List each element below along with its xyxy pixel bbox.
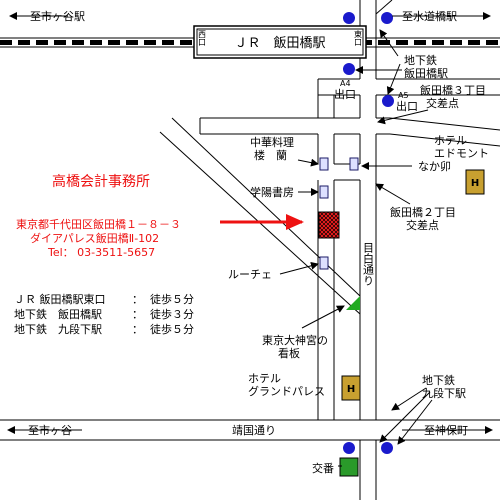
bookstore-label: 学陽書房 xyxy=(250,185,294,199)
luce-marker xyxy=(319,256,329,270)
shrine-sign-line1: 東京大神宮の xyxy=(262,333,328,347)
chinese-restaurant-marker xyxy=(319,157,329,171)
hotel-grand-palace-marker: H xyxy=(341,375,361,401)
bookstore-marker xyxy=(319,185,329,199)
exit-a4-sub: 出口 xyxy=(334,87,356,101)
hotel-edmont-line2: エドモント xyxy=(434,147,489,160)
chinese-restaurant-line1: 中華料理 xyxy=(250,135,294,149)
office-name: 高橋会計事務所 xyxy=(52,173,150,190)
subway-marker-kudanshita-1 xyxy=(381,442,393,454)
yasukuni-dori-label: 靖国通り xyxy=(232,424,276,437)
iidabashi2-line1: 飯田橋２丁目 xyxy=(390,205,456,219)
exit-a5-sub: 出口 xyxy=(396,99,418,113)
svg-text:H: H xyxy=(471,178,479,189)
iidabashi3-line1: 飯田橋３丁目 xyxy=(420,83,486,97)
access-line-1: 地下鉄 飯田橋駅 xyxy=(14,307,102,321)
access-sep-2: ： xyxy=(132,323,143,336)
subway-marker-top-2 xyxy=(381,12,393,24)
hotel-grand-line2: グランドパレス xyxy=(248,384,325,398)
exit-a4-label: A4 xyxy=(340,79,351,88)
direction-bottom-left: 至市ヶ谷 xyxy=(28,423,72,437)
access-table: ＪＲ 飯田橋駅東口 ： 徒歩５分 地下鉄 飯田橋駅 ： 徒歩３分 地下鉄 九段下… xyxy=(14,292,194,336)
station-name: ＪＲ 飯田橋駅 xyxy=(234,36,325,51)
access-line-0: ＪＲ 飯田橋駅東口 xyxy=(14,292,106,306)
luce-label: ルーチェ xyxy=(228,268,272,281)
subway-marker-kudanshita-2 xyxy=(343,442,355,454)
station-east-label: 東口 xyxy=(354,29,363,46)
hotel-grand-line1: ホテル xyxy=(248,372,281,385)
jr-iidabashi-station: 西口 東口 ＪＲ 飯田橋駅 xyxy=(193,25,367,59)
building-markers xyxy=(319,157,359,270)
office-building xyxy=(318,211,340,239)
nakau-label: なか卯 xyxy=(418,160,451,173)
hotel-edmont-line1: ホテル xyxy=(434,134,467,147)
office-address2: ダイアパレス飯田橋Ⅱ-102 xyxy=(30,231,159,245)
hotel-edmont-marker: H xyxy=(465,169,485,195)
subway-kudanshita-line1: 地下鉄 xyxy=(422,373,455,387)
direction-bottom-right: 至神保町 xyxy=(424,423,468,437)
koban-marker xyxy=(339,457,359,477)
mejiro-dori-label: 目白通り xyxy=(362,242,375,286)
iidabashi2-line2: 交差点 xyxy=(406,218,439,232)
iidabashi3-line2: 交差点 xyxy=(426,96,459,110)
station-west-label: 西口 xyxy=(198,30,207,46)
koban-label: 交番 xyxy=(312,461,334,475)
subway-marker-top-1 xyxy=(343,12,355,24)
subway-top-line1: 地下鉄 xyxy=(404,53,437,67)
shrine-sign-line2: 看板 xyxy=(278,346,300,360)
nakau-marker xyxy=(349,157,359,171)
shrine-sign-marker xyxy=(346,296,360,310)
subway-kudanshita-line2: 九段下駅 xyxy=(422,386,466,400)
access-time-1: 徒歩３分 xyxy=(150,307,194,321)
access-sep-1: ： xyxy=(132,308,143,321)
access-time-0: 徒歩５分 xyxy=(150,292,194,306)
office-tel: Tel： 03-3511-5657 xyxy=(47,246,155,259)
direction-top-right: 至水道橋駅 xyxy=(402,9,457,23)
svg-text:H: H xyxy=(347,384,355,395)
chinese-restaurant-line2: 楼 蘭 xyxy=(254,148,287,162)
access-line-2: 地下鉄 九段下駅 xyxy=(14,322,102,336)
subway-markers xyxy=(343,12,394,454)
subway-marker-a4 xyxy=(343,63,355,75)
direction-top-left: 至市ヶ谷駅 xyxy=(30,9,85,23)
access-time-2: 徒歩５分 xyxy=(150,322,194,336)
exit-a5-label: A5 xyxy=(398,91,409,100)
office-address1: 東京都千代田区飯田橋１－８－３ xyxy=(16,217,181,231)
direction-arrows xyxy=(7,12,493,434)
leader-lines xyxy=(279,29,433,467)
subway-marker-a5 xyxy=(382,95,394,107)
subway-top-line2: 飯田橋駅 xyxy=(404,66,448,80)
access-sep-0: ： xyxy=(132,293,143,306)
